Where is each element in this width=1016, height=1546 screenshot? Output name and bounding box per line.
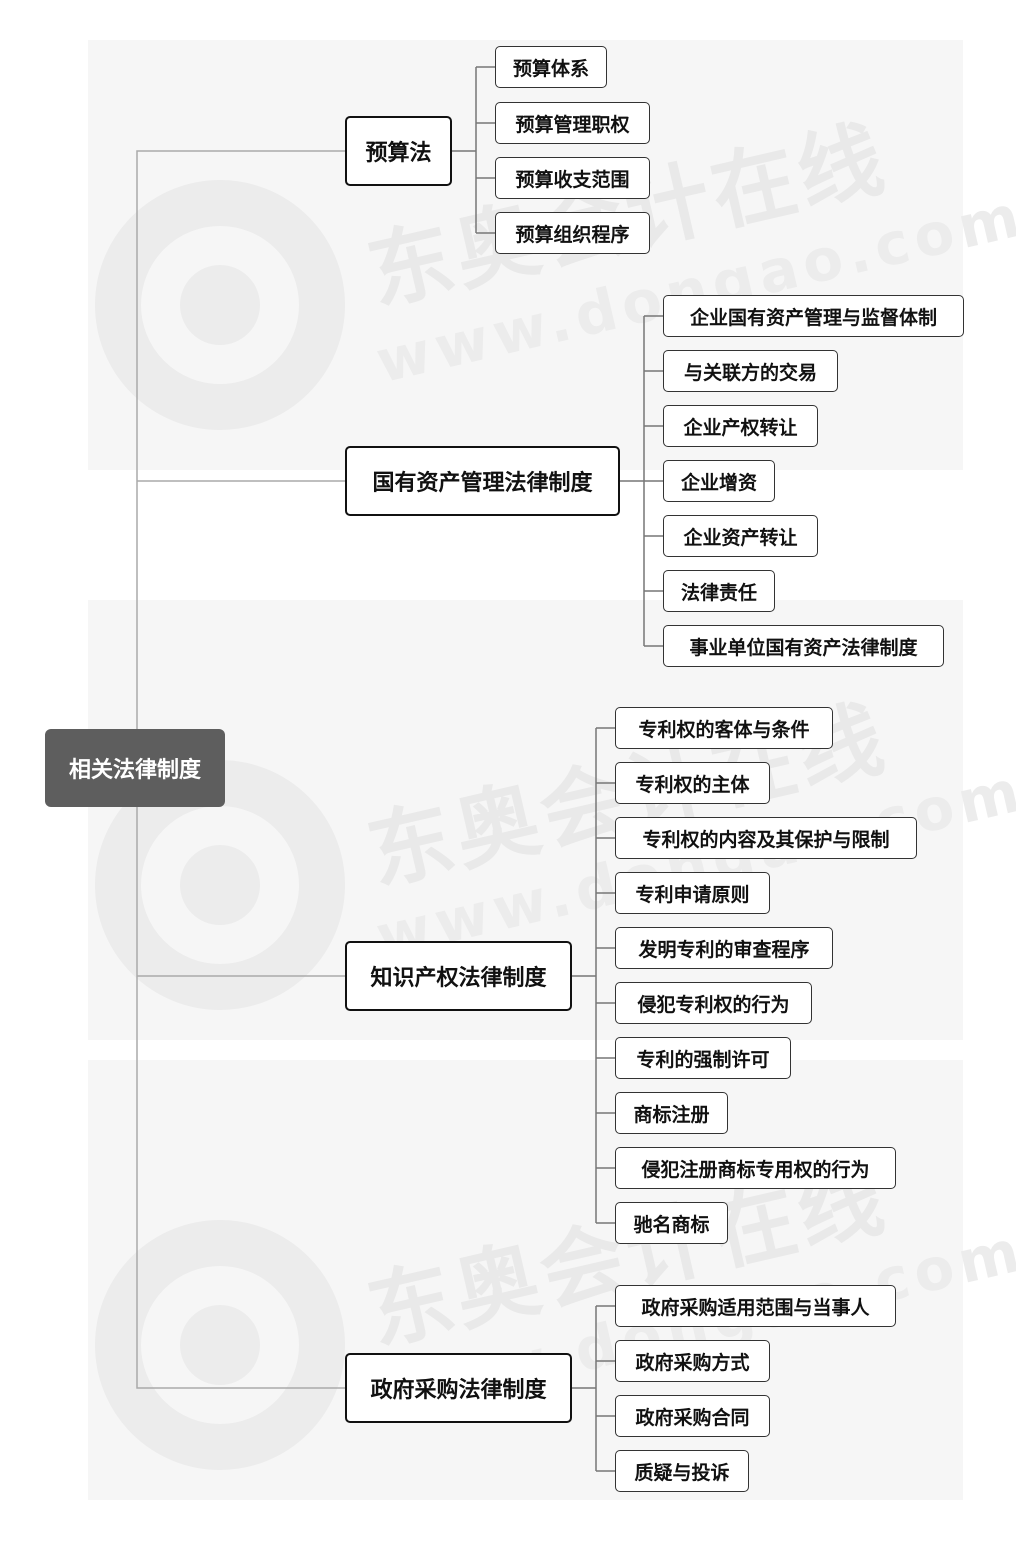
leaf-node[interactable]: 专利权的主体: [615, 762, 770, 804]
leaf-node[interactable]: 预算组织程序: [495, 212, 650, 254]
leaf-node[interactable]: 专利权的内容及其保护与限制: [615, 817, 917, 859]
leaf-node[interactable]: 企业增资: [663, 460, 775, 502]
leaf-node[interactable]: 企业国有资产管理与监督体制: [663, 295, 964, 337]
watermark-logo-dot: [180, 265, 260, 345]
leaf-node[interactable]: 专利申请原则: [615, 872, 770, 914]
leaf-node[interactable]: 法律责任: [663, 570, 775, 612]
leaf-node[interactable]: 政府采购方式: [615, 1340, 770, 1382]
watermark-logo-dot: [180, 845, 260, 925]
connector-branch-4: [572, 1305, 615, 1472]
mindmap-root[interactable]: 相关法律制度: [45, 729, 225, 807]
leaf-node[interactable]: 事业单位国有资产法律制度: [663, 625, 944, 667]
connector-trunk: [136, 150, 345, 1389]
leaf-node[interactable]: 企业资产转让: [663, 515, 818, 557]
leaf-node[interactable]: 商标注册: [615, 1092, 728, 1134]
leaf-node[interactable]: 发明专利的审查程序: [615, 927, 833, 969]
leaf-node[interactable]: 企业产权转让: [663, 405, 818, 447]
leaf-node[interactable]: 质疑与投诉: [615, 1450, 749, 1492]
branch-intellectual-property[interactable]: 知识产权法律制度: [345, 941, 572, 1011]
branch-state-assets[interactable]: 国有资产管理法律制度: [345, 446, 620, 516]
leaf-node[interactable]: 预算体系: [495, 46, 607, 88]
leaf-node[interactable]: 政府采购适用范围与当事人: [615, 1285, 896, 1327]
branch-government-procurement[interactable]: 政府采购法律制度: [345, 1353, 572, 1423]
branch-budget-law[interactable]: 预算法: [345, 116, 452, 186]
connector-branch-3: [572, 727, 615, 1224]
leaf-node[interactable]: 预算收支范围: [495, 157, 650, 199]
leaf-node[interactable]: 驰名商标: [615, 1202, 728, 1244]
leaf-node[interactable]: 政府采购合同: [615, 1395, 770, 1437]
leaf-node[interactable]: 侵犯注册商标专用权的行为: [615, 1147, 896, 1189]
leaf-node[interactable]: 专利权的客体与条件: [615, 707, 833, 749]
leaf-node[interactable]: 预算管理职权: [495, 102, 650, 144]
leaf-node[interactable]: 与关联方的交易: [663, 350, 838, 392]
connector-branch-1: [452, 66, 495, 234]
watermark-logo-dot: [180, 1305, 260, 1385]
connector-branch-2: [620, 315, 663, 647]
leaf-node[interactable]: 专利的强制许可: [615, 1037, 791, 1079]
leaf-node[interactable]: 侵犯专利权的行为: [615, 982, 812, 1024]
